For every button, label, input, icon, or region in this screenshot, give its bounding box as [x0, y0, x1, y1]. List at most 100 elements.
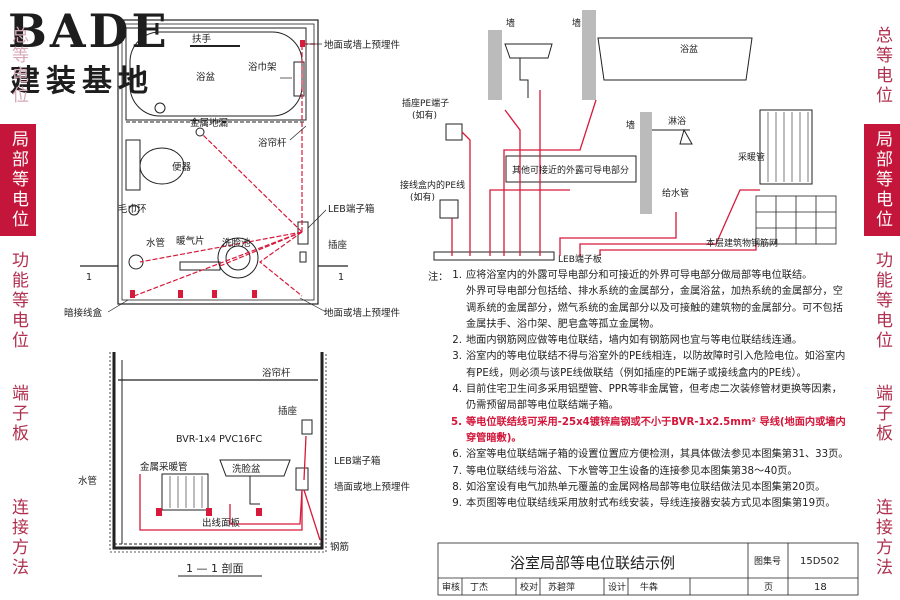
- plan-inner-walls: [121, 23, 315, 301]
- label-socket: 插座: [328, 239, 348, 251]
- schem-bathtub: [597, 37, 753, 81]
- label-section-outlet-panel: 出线面板: [202, 517, 241, 529]
- plan-toilet-tank: [125, 139, 141, 191]
- label-washbasin: 洗脸池: [222, 237, 251, 249]
- note-item: 穿管暗敷)。: [438, 431, 858, 447]
- schem-socket: [445, 123, 463, 141]
- schem-shower-head: [679, 128, 693, 145]
- note-text: 等电位联结线与浴盆、下水管等卫生设备的连接参见本图集第38～40页。: [466, 465, 798, 477]
- section-line-rebar: [303, 489, 321, 541]
- section-bond-points: [156, 508, 262, 516]
- schem-labels: 墙 墙 浴盆 插座PE端子 (如有) 其他可接近的外露可导电部分 接线盒内的PE…: [400, 17, 778, 265]
- label-junction-box: 暗接线盒: [64, 307, 103, 319]
- left-tab-local-label: 局部等电位: [8, 130, 28, 230]
- schem-line-mesh: [599, 244, 757, 256]
- schem-basin-drain: [519, 58, 529, 98]
- label-bathtub: 浴盆: [196, 71, 216, 83]
- note-number: 1.: [452, 270, 462, 281]
- schem-other-parts-box: [505, 155, 637, 183]
- section-line-1: [139, 474, 303, 531]
- left-tab-connect[interactable]: 连接方法: [0, 488, 36, 588]
- schem-wall-shower: [640, 112, 652, 214]
- schem-line-other: [489, 189, 570, 256]
- label-schem-wall-right: 墙: [572, 17, 581, 29]
- leader-junction: [107, 299, 129, 313]
- label-leb-box: LEB端子箱: [328, 203, 374, 215]
- section-radiator-fins: [169, 476, 203, 508]
- title-block-frame: [437, 542, 859, 596]
- note-text: 浴室等电位联结端子箱的设置位置应方便检测，其具体做法参见本图集第31、33页。: [466, 449, 849, 461]
- note-text: 金属扶手、浴巾架、肥皂盒等孤立金属物。: [466, 318, 660, 330]
- section-point-1: [156, 508, 162, 516]
- right-tab-terminal[interactable]: 端子板: [864, 372, 900, 456]
- plan-view: [80, 19, 348, 305]
- note-text: 调系统的金属部分，燃气系统的金属部分以及可接触的建筑物的金属部分。可不包括: [466, 302, 843, 314]
- note-number: 9.: [452, 498, 462, 510]
- note-text: 如浴室设有电气加热单元覆盖的金属网格局部等电位联结做法见本图集第20页。: [466, 481, 826, 493]
- left-tab-local[interactable]: 局部等电位: [0, 124, 36, 236]
- bond-point-2: [212, 290, 217, 298]
- label-preburied-bottom: 地面或墙上预埋件: [324, 307, 401, 319]
- label-handrail: 扶手: [192, 33, 212, 45]
- note-number: 4.: [452, 384, 462, 396]
- label-section-preburied: 墙面或地上预埋件: [334, 481, 411, 493]
- label-schem-socket-pe: 插座PE端子: [402, 97, 449, 109]
- right-tab-connect[interactable]: 连接方法: [864, 488, 900, 588]
- label-curtain-rod: 浴帘杆: [258, 137, 287, 149]
- note-number: 5.: [451, 416, 462, 428]
- page-label: 页: [764, 582, 773, 593]
- note-text: 外界可导电部分包括给、排水系统的金属部分，金属浴盆，加热系统的金属部分，空: [466, 286, 843, 298]
- label-schem-leb-board: LEB端子板: [558, 253, 602, 265]
- note-item: 调系统的金属部分，燃气系统的金属部分以及可接触的建筑物的金属部分。可不包括: [438, 301, 858, 317]
- note-number: 6.: [452, 449, 462, 461]
- note-item: 4.目前住宅卫生间多采用铝塑管、PPR等非金属管，但考虑二次装修管材更换等因素，: [438, 382, 858, 398]
- schem-line-socket: [461, 131, 471, 256]
- left-tab-function[interactable]: 功能等电位: [0, 244, 36, 358]
- note-number: [438, 301, 466, 317]
- plan-floor-drain: [195, 127, 205, 137]
- right-tab-local[interactable]: 局部等电位: [864, 124, 900, 236]
- logo-brand: BADE: [8, 4, 170, 58]
- section-title: 1 — 1 剖面: [186, 561, 244, 575]
- schematic-view: [433, 10, 837, 261]
- note-text: 地面内钢筋网应做等电位联结，墙内如有钢筋网也宜与等电位联结线连通。: [466, 335, 803, 347]
- check-label: 校对: [520, 581, 538, 593]
- note-item: 8.如浴室设有电气加热单元覆盖的金属网格局部等电位联结做法见本图集第20页。: [438, 480, 858, 496]
- left-tab-total[interactable]: 总等电位: [0, 16, 36, 116]
- title-block-text: 浴室局部等电位联结示例 图集号 15D502 审核 丁杰 校对 苏碧萍 设计 牛…: [442, 554, 840, 593]
- bond-point-3: [252, 290, 257, 298]
- label-preburied-top: 地面或墙上预埋件: [324, 39, 401, 51]
- notes-list: 1.应将浴室内的外露可导电部分和可接近的外界可导电部分做局部等电位联结。外界可导…: [438, 268, 858, 512]
- label-schem-shower: 淋浴: [668, 115, 686, 127]
- label-section-water-pipe: 水管: [78, 475, 97, 487]
- schem-radiator-fins: [767, 112, 809, 182]
- left-tab-total-label: 总等电位: [8, 26, 28, 106]
- note-item: 1.应将浴室内的外露可导电部分和可接近的外界可导电部分做局部等电位联结。: [438, 268, 858, 284]
- plan-socket: [299, 251, 307, 263]
- label-schem-wall-left: 墙: [506, 17, 515, 29]
- logo-sub: 建装基地: [10, 64, 154, 99]
- bond-point-1: [300, 40, 305, 47]
- label-towel-ring: 毛巾环: [118, 203, 147, 215]
- left-tab-terminal[interactable]: 端子板: [0, 372, 36, 456]
- right-tab-total[interactable]: 总等电位: [864, 16, 900, 116]
- review-label: 审核: [442, 581, 460, 593]
- bond-point-4: [178, 290, 183, 298]
- right-tab-connect-label: 连接方法: [872, 498, 892, 578]
- bond-point-5: [130, 290, 135, 298]
- right-tab-terminal-label: 端子板: [872, 384, 892, 444]
- schem-radiator: [759, 109, 813, 185]
- schem-leb-board: [433, 251, 555, 261]
- section-washbasin: [219, 459, 291, 477]
- leader-preburied-bottom: [299, 297, 327, 313]
- right-tab-function[interactable]: 功能等电位: [864, 244, 900, 358]
- schem-line-tub: [503, 99, 597, 256]
- plan-towel-ring: [128, 204, 140, 216]
- label-schem-box-pe: 接线盒内的PE线: [400, 179, 465, 191]
- label-section-metal-heating: 金属采暖管: [140, 461, 188, 473]
- plan-bathtub: [125, 27, 307, 121]
- label-section-cable: BVR-1x4 PVC16FC: [176, 434, 263, 445]
- note-text: 等电位联结线可采用-25x4镀锌扁钢或不小于BVR-1x2.5mm² 导线(地面…: [466, 416, 846, 428]
- atlas-label: 图集号: [754, 555, 781, 567]
- note-number: 3.: [452, 351, 462, 363]
